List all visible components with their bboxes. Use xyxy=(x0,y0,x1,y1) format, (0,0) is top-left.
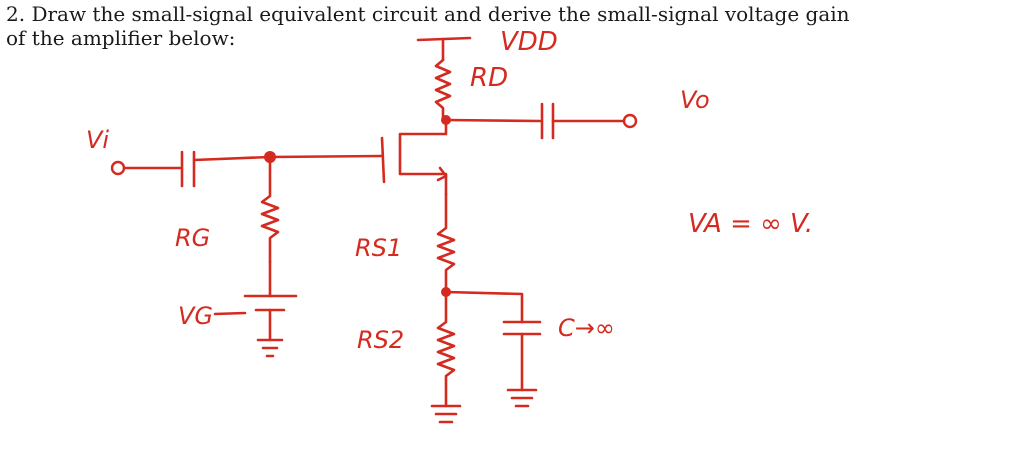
rd-label: RD xyxy=(470,63,508,93)
rs2-resistor xyxy=(430,290,462,424)
question-text: 2. Draw the small-signal equivalent circ… xyxy=(6,2,1006,50)
rs1-resistor xyxy=(436,192,456,294)
question-line-1: 2. Draw the small-signal equivalent circ… xyxy=(6,2,850,26)
bypass-capacitor xyxy=(444,290,542,408)
vi-label: Vi xyxy=(86,126,109,154)
input-terminal xyxy=(110,160,126,176)
vdd-label: VDD xyxy=(500,27,558,57)
rg-resistor xyxy=(260,155,280,264)
c-infinity-label: C→∞ xyxy=(558,314,615,342)
output-coupling-capacitor xyxy=(444,102,626,140)
output-terminal xyxy=(622,113,638,129)
rs2-label: RS2 xyxy=(357,326,404,354)
vg-label: VG xyxy=(178,302,213,330)
input-coupling-capacitor xyxy=(122,150,384,188)
mosfet xyxy=(380,118,448,196)
question-line-2: of the amplifier below: xyxy=(6,26,236,50)
vo-label: Vo xyxy=(680,86,710,114)
rs1-label: RS1 xyxy=(355,234,402,262)
early-voltage-label: VA = ∞ V. xyxy=(688,209,813,239)
vg-source xyxy=(213,260,298,358)
rg-label: RG xyxy=(175,224,210,252)
rd-resistor xyxy=(434,58,452,122)
vdd-rail xyxy=(416,36,472,62)
